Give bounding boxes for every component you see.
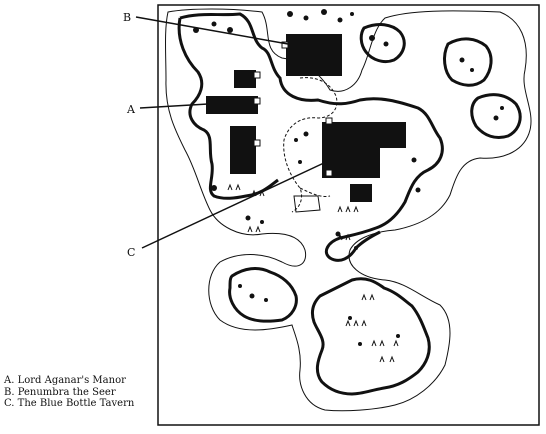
map-border bbox=[157, 4, 540, 426]
vegetation-marks bbox=[193, 9, 504, 346]
building-small-north bbox=[234, 70, 256, 88]
legend-item-b: B. Penumbra the Seer bbox=[4, 386, 116, 398]
legend-item-c: C. The Blue Bottle Tavern bbox=[4, 398, 135, 409]
callout-a: A bbox=[127, 103, 135, 116]
road-network bbox=[283, 77, 338, 213]
grass-marks bbox=[227, 183, 399, 363]
map-legend: A. Lord Aganar's Manor B. Penumbra the S… bbox=[4, 375, 134, 410]
south-island bbox=[310, 277, 431, 396]
outer-contour bbox=[165, 8, 532, 412]
leader-line-c bbox=[141, 161, 327, 249]
main-landmass bbox=[179, 12, 444, 262]
legend-item-a: A. Lord Aganar's Manor bbox=[4, 375, 126, 386]
callout-c: C bbox=[127, 246, 136, 259]
building-penumbra bbox=[286, 34, 342, 76]
ne-islet-2 bbox=[470, 93, 522, 140]
north-islet bbox=[359, 23, 406, 64]
leader-line-a bbox=[139, 103, 209, 109]
building-west-hall bbox=[230, 126, 256, 174]
ne-islet-1 bbox=[443, 37, 493, 87]
building-aganar-manor bbox=[206, 96, 258, 114]
building-small-south bbox=[350, 184, 372, 202]
leader-line-b bbox=[135, 16, 289, 45]
callout-b: B bbox=[123, 11, 132, 24]
building-blue-bottle-tavern bbox=[322, 122, 406, 178]
west-islet bbox=[228, 267, 298, 323]
